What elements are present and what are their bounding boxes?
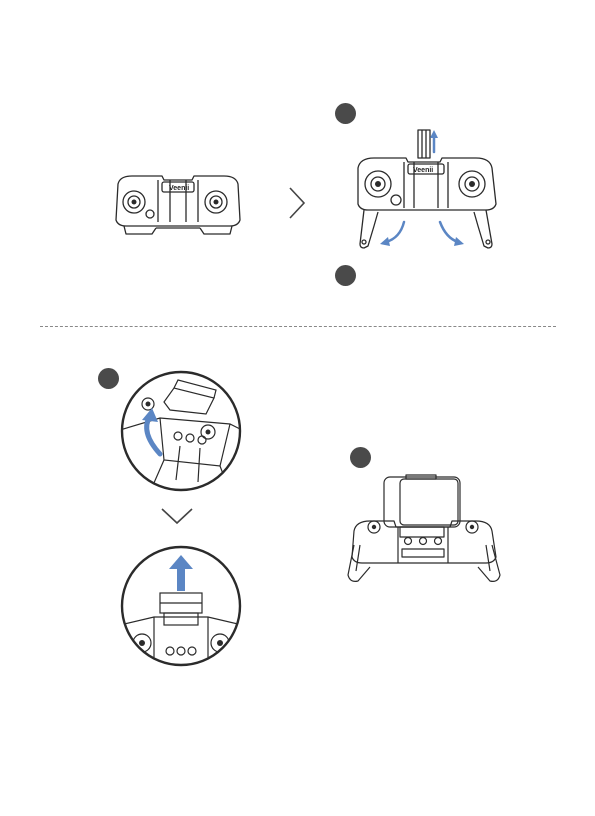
step-badge-3 — [98, 368, 119, 389]
brand-label: Veenii — [169, 185, 189, 192]
step-badge-1 — [335, 103, 356, 124]
brand-label-2: Veenii — [413, 167, 433, 174]
controller-with-phone-illustration — [344, 475, 504, 587]
section-divider — [40, 326, 556, 327]
step-badge-4 — [350, 447, 371, 468]
chevron-right-icon — [287, 186, 307, 220]
detail-circle-open-holder — [120, 370, 242, 492]
folded-controller-illustration: Veenii — [112, 170, 244, 242]
detail-circle-pull-holder — [120, 545, 242, 667]
chevron-down-icon — [160, 506, 194, 526]
unfolded-controller-illustration: Veenii — [352, 128, 502, 256]
step-badge-2 — [335, 265, 356, 286]
